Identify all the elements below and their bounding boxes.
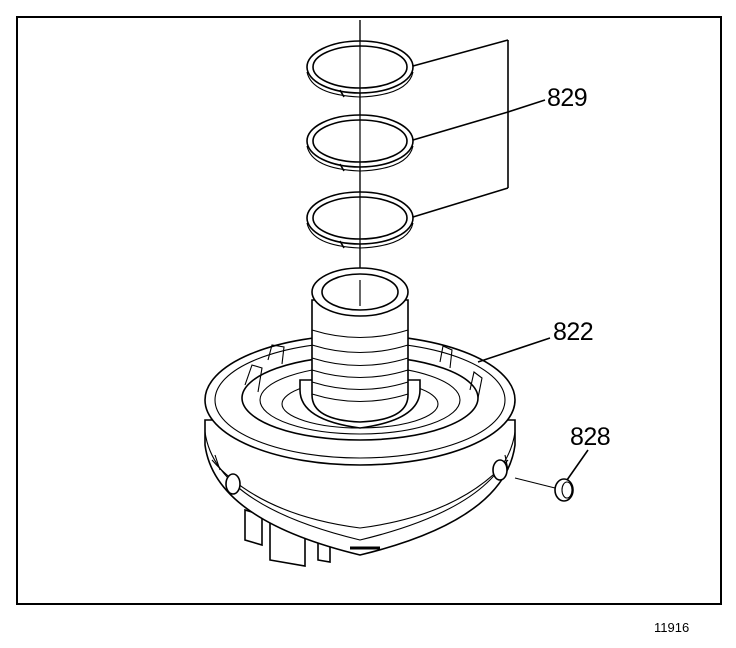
callout-829: 829 [547,84,588,112]
figure-frame [16,16,722,605]
callout-828: 828 [570,423,611,451]
figure-number: 11916 [654,620,690,635]
plug [514,449,589,502]
ring-bracket-leader [412,39,546,218]
hub-stem [299,267,421,429]
housing-leader [477,337,551,363]
callout-822: 822 [553,318,594,346]
